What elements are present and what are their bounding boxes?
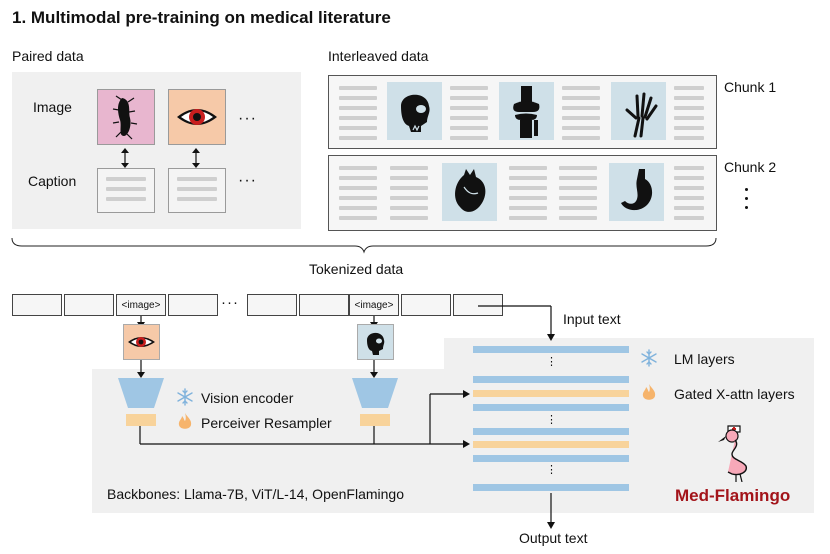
image-token-1: <image> [116, 294, 166, 316]
snowflake-icon [641, 349, 657, 367]
chunk-1-box [328, 75, 717, 149]
lm-layer [473, 455, 629, 462]
chunk2-image-heart [442, 163, 497, 221]
vision-encoder-1 [118, 378, 164, 408]
chunk2-image-stomach [609, 163, 664, 221]
pair-link-arrow-2 [192, 148, 200, 168]
paired-image-bacterium [97, 89, 155, 145]
paired-data-panel [12, 72, 301, 229]
lm-panel [444, 338, 814, 513]
flame-icon [178, 413, 192, 429]
gated-xattn-label: Gated X-attn layers [674, 386, 795, 402]
lm-layer [473, 404, 629, 411]
eye-icon [177, 109, 217, 125]
eye-icon [128, 337, 155, 347]
chunk-vertical-ellipsis [742, 188, 750, 209]
perceiver-resampler-1 [126, 414, 156, 426]
knee-icon [513, 86, 540, 138]
flamingo-icon [718, 425, 747, 482]
figure-title: 1. Multimodal pre-training on medical li… [12, 8, 391, 27]
token-box [453, 294, 503, 316]
bacterium-icon [112, 95, 138, 140]
gated-xattn-layer [473, 441, 629, 448]
interleaved-data-heading: Interleaved data [328, 48, 429, 64]
vision-encoder-2 [352, 378, 398, 408]
lm-vdots: ⋮ [546, 356, 557, 368]
chunk1-image-skull [387, 82, 442, 140]
caption-ellipsis: ··· [238, 172, 257, 189]
lm-vdots: ⋮ [546, 464, 557, 476]
tokenization-brace [11, 237, 717, 254]
image-label: Image [33, 99, 72, 115]
skull-icon [367, 332, 385, 355]
token-box [168, 294, 218, 316]
chunk1-image-knee [499, 82, 554, 140]
token-box [247, 294, 297, 316]
paired-data-heading: Paired data [12, 48, 84, 64]
caption-label: Caption [28, 173, 77, 189]
token-box [299, 294, 349, 316]
caption-card-1 [97, 168, 155, 213]
lm-layer [473, 428, 629, 435]
pair-link-arrow-1 [121, 148, 129, 168]
tokenized-data-label: Tokenized data [309, 261, 404, 277]
image-token-2: <image> [349, 294, 399, 316]
lm-layers-label: LM layers [674, 351, 735, 367]
lm-layer [473, 484, 629, 491]
output-text-label: Output text [519, 530, 588, 546]
gated-xattn-layer [473, 390, 629, 397]
flame-icon [642, 384, 656, 400]
lm-layer [473, 346, 629, 353]
backbones-label: Backbones: Llama-7B, ViT/L-14, OpenFlami… [107, 486, 405, 502]
lm-vdots: ⋮ [546, 414, 557, 426]
skull-icon [401, 94, 430, 132]
input-thumb-eye [123, 324, 160, 360]
vision-encoder-label: Vision encoder [201, 390, 294, 406]
chunk-2-box [328, 155, 717, 231]
paired-image-ellipsis: ··· [238, 110, 257, 127]
snowflake-icon [177, 388, 193, 406]
chunk-1-label: Chunk 1 [724, 79, 777, 95]
hand-xray-icon [625, 92, 658, 138]
stomach-icon [621, 169, 653, 211]
perceiver-resampler-2 [360, 414, 390, 426]
chunk-2-label: Chunk 2 [724, 159, 777, 175]
heart-icon [455, 169, 486, 212]
token-ellipsis: ··· [221, 294, 239, 311]
paired-image-eye [168, 89, 226, 145]
input-thumb-skull [357, 324, 394, 360]
token-box [12, 294, 62, 316]
chunk1-image-hand [611, 82, 666, 140]
brand-name: Med-Flamingo [675, 486, 791, 505]
perceiver-resampler-label: Perceiver Resampler [201, 415, 332, 431]
input-text-label: Input text [563, 311, 621, 327]
caption-card-2 [168, 168, 226, 213]
token-box [401, 294, 451, 316]
lm-layer [473, 376, 629, 383]
token-box [64, 294, 114, 316]
